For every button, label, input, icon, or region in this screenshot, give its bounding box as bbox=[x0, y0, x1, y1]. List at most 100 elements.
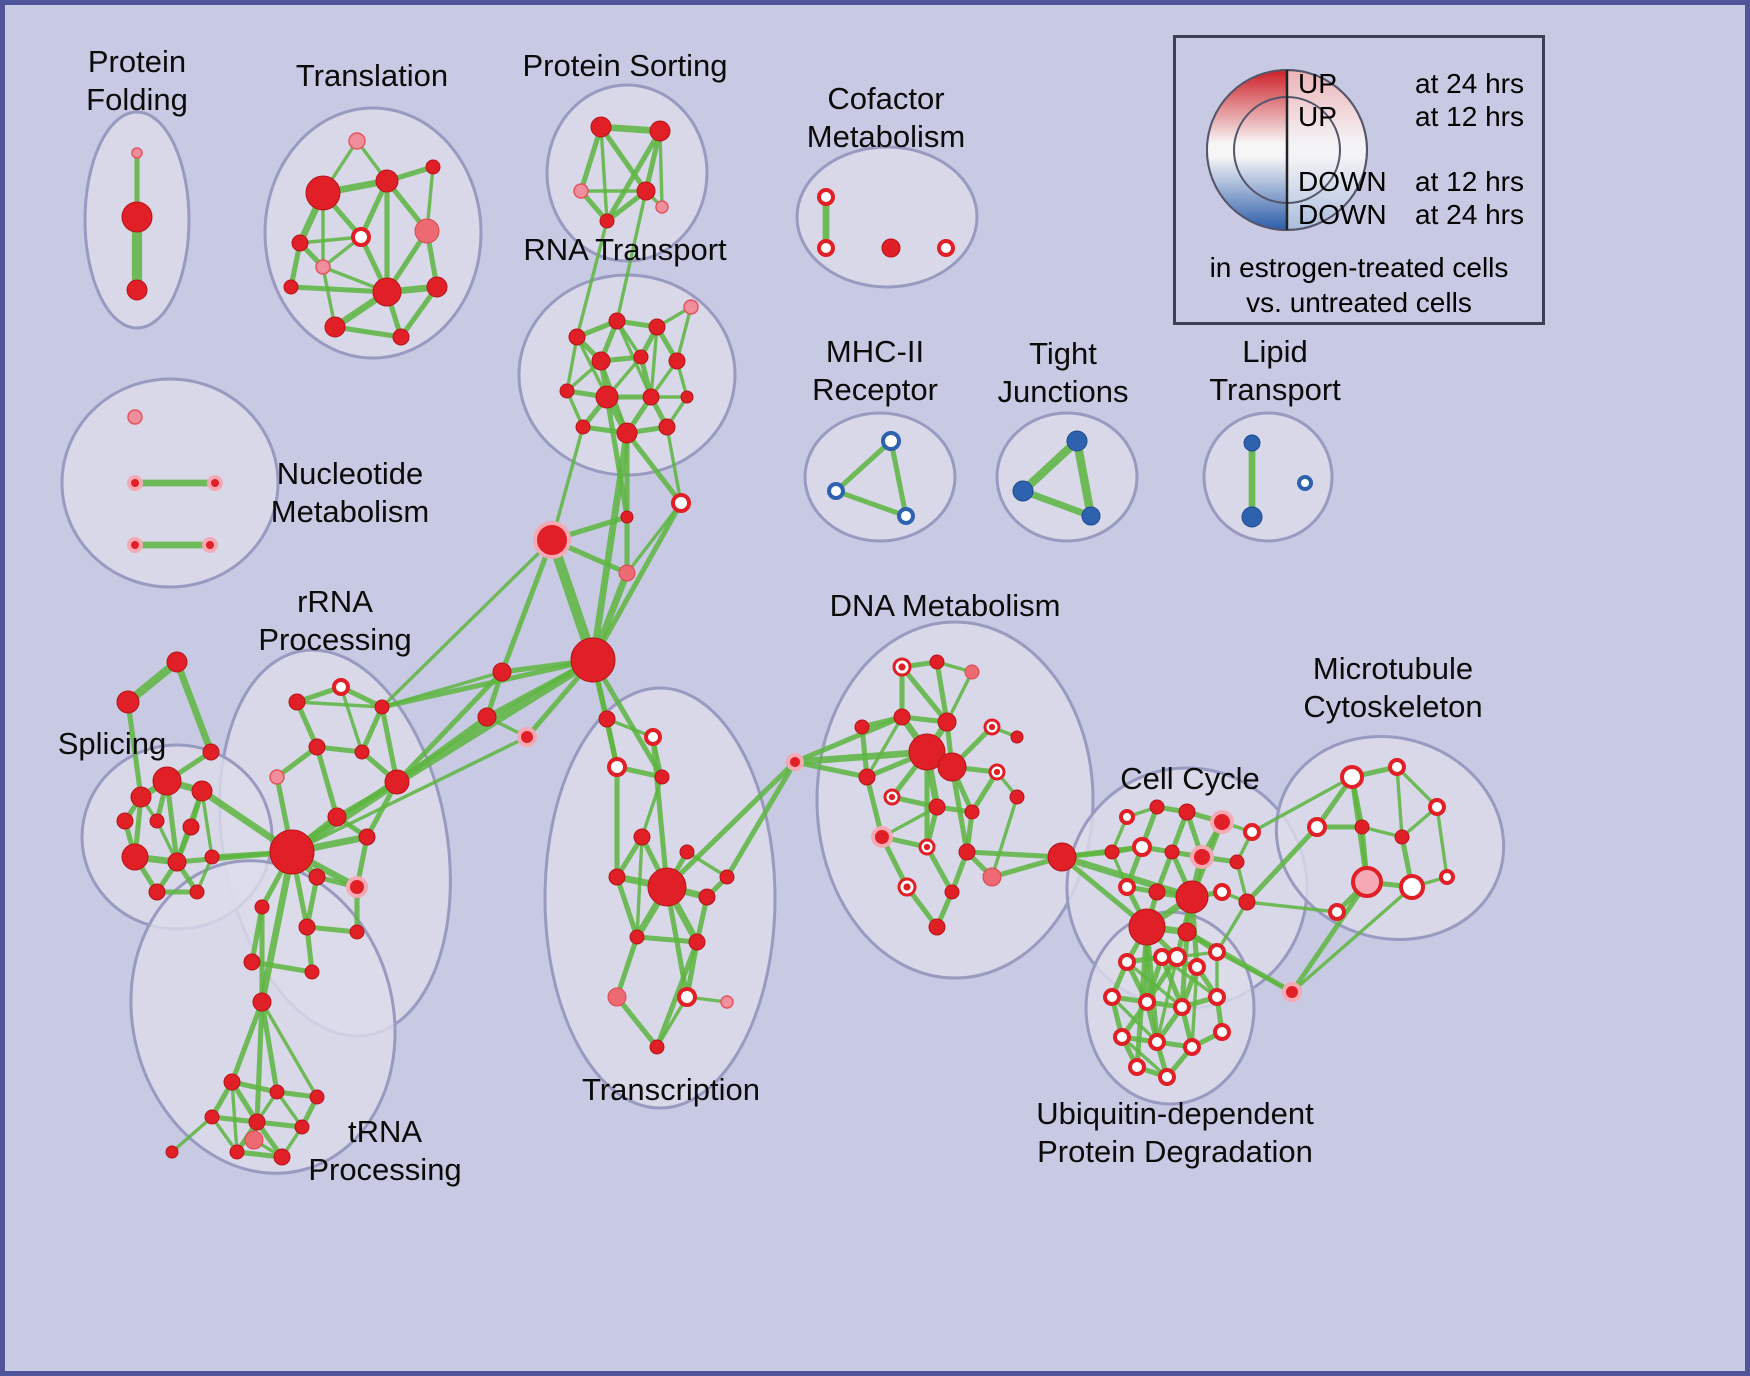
gene-node bbox=[590, 116, 612, 138]
gene-node bbox=[629, 929, 645, 945]
network-edge bbox=[1244, 824, 1320, 905]
network-edge bbox=[380, 670, 504, 709]
network-edge bbox=[649, 325, 659, 399]
network-edge bbox=[1058, 853, 1196, 901]
network-edge bbox=[724, 759, 798, 880]
cluster-label-cofactor-metabolism: Cofactor Metabolism bbox=[806, 81, 966, 154]
cluster-ellipse-translation bbox=[263, 106, 483, 360]
gene-node bbox=[131, 147, 143, 159]
gene-node bbox=[166, 651, 188, 673]
gene-node bbox=[1010, 730, 1024, 744]
gene-node bbox=[121, 201, 153, 233]
network-edge bbox=[990, 795, 1019, 879]
network-edge bbox=[664, 759, 798, 890]
network-edge bbox=[888, 438, 909, 519]
legend-down24-word: DOWN bbox=[1298, 199, 1387, 230]
network-edge bbox=[833, 438, 894, 494]
gene-node bbox=[897, 507, 915, 525]
network-edge bbox=[259, 999, 280, 1095]
network-edge bbox=[899, 664, 950, 725]
gene-node bbox=[644, 728, 662, 746]
cluster-label-rna-transport: RNA Transport bbox=[523, 232, 727, 267]
gene-node bbox=[854, 719, 870, 735]
network-edge bbox=[1245, 900, 1339, 914]
legend-down12-word: DOWN bbox=[1298, 166, 1387, 197]
gene-node bbox=[607, 757, 627, 777]
gene-node bbox=[207, 475, 223, 491]
gene-node bbox=[315, 259, 331, 275]
network-edge bbox=[1190, 965, 1199, 1049]
gene-node bbox=[425, 159, 441, 175]
cluster-ellipse-mhc-ii-receptor bbox=[803, 411, 957, 543]
legend-left-half bbox=[1207, 70, 1287, 230]
gene-node bbox=[1439, 869, 1455, 885]
gene-node bbox=[492, 662, 512, 682]
gene-node bbox=[346, 876, 368, 898]
gene-node bbox=[1428, 798, 1446, 816]
network-edge bbox=[792, 714, 905, 765]
network-edge bbox=[924, 844, 955, 895]
gene-node bbox=[1351, 866, 1383, 898]
legend-up24-word: UP bbox=[1298, 68, 1337, 99]
gene-node bbox=[1243, 434, 1261, 452]
network-edge bbox=[298, 235, 363, 245]
gene-node bbox=[127, 475, 143, 491]
gene-node bbox=[229, 1144, 245, 1160]
network-edge bbox=[339, 685, 364, 754]
network-edge bbox=[665, 425, 683, 505]
gene-node bbox=[1158, 1068, 1176, 1086]
gene-node bbox=[937, 239, 955, 257]
gene-node bbox=[283, 279, 299, 295]
gene-node bbox=[964, 804, 980, 820]
gene-node bbox=[130, 786, 152, 808]
gene-node bbox=[351, 227, 371, 247]
network-edge bbox=[1018, 436, 1082, 496]
gene-node bbox=[243, 953, 261, 971]
gene-node bbox=[649, 120, 671, 142]
gene-node bbox=[304, 964, 320, 980]
network-edge bbox=[614, 934, 640, 1000]
gene-node bbox=[1354, 819, 1370, 835]
gene-node bbox=[517, 727, 537, 747]
gene-node bbox=[252, 992, 272, 1012]
gene-node bbox=[309, 1089, 325, 1105]
network-edge bbox=[1435, 805, 1449, 879]
gene-node bbox=[982, 867, 1002, 887]
network-edge bbox=[614, 874, 640, 940]
gene-node bbox=[1132, 837, 1152, 857]
network-edge bbox=[229, 999, 265, 1085]
gene-node bbox=[392, 328, 410, 346]
gene-node bbox=[881, 238, 901, 258]
gene-node bbox=[937, 752, 967, 782]
network-edge bbox=[654, 939, 700, 1050]
gene-node bbox=[817, 188, 835, 206]
gene-node bbox=[1066, 430, 1088, 452]
network-edge bbox=[624, 430, 684, 506]
gene-node bbox=[1009, 789, 1025, 805]
gene-node bbox=[636, 181, 656, 201]
network-edge bbox=[260, 1000, 319, 1099]
network-edge bbox=[550, 425, 585, 542]
gene-node bbox=[349, 924, 365, 940]
gene-node bbox=[786, 753, 804, 771]
gene-node bbox=[964, 664, 980, 680]
gene-node bbox=[1340, 765, 1364, 789]
cluster-label-protein-sorting: Protein Sorting bbox=[522, 48, 728, 83]
network-edge bbox=[254, 999, 265, 1125]
gene-node bbox=[1119, 809, 1135, 825]
gene-node bbox=[671, 493, 691, 513]
gene-node bbox=[308, 738, 326, 756]
gene-node bbox=[677, 987, 697, 1007]
gene-node-core bbox=[993, 768, 1001, 776]
gene-node-core bbox=[988, 723, 996, 731]
gene-node bbox=[1175, 880, 1209, 914]
cluster-label-protein-folding: Protein Folding bbox=[86, 44, 188, 117]
gene-node bbox=[655, 200, 669, 214]
gene-node bbox=[308, 868, 326, 886]
gene-node bbox=[1138, 993, 1156, 1011]
gene-node bbox=[1238, 893, 1256, 911]
network-edge bbox=[650, 734, 670, 890]
gene-node bbox=[648, 318, 666, 336]
gene-node-core bbox=[903, 883, 911, 891]
gene-node bbox=[1243, 823, 1261, 841]
